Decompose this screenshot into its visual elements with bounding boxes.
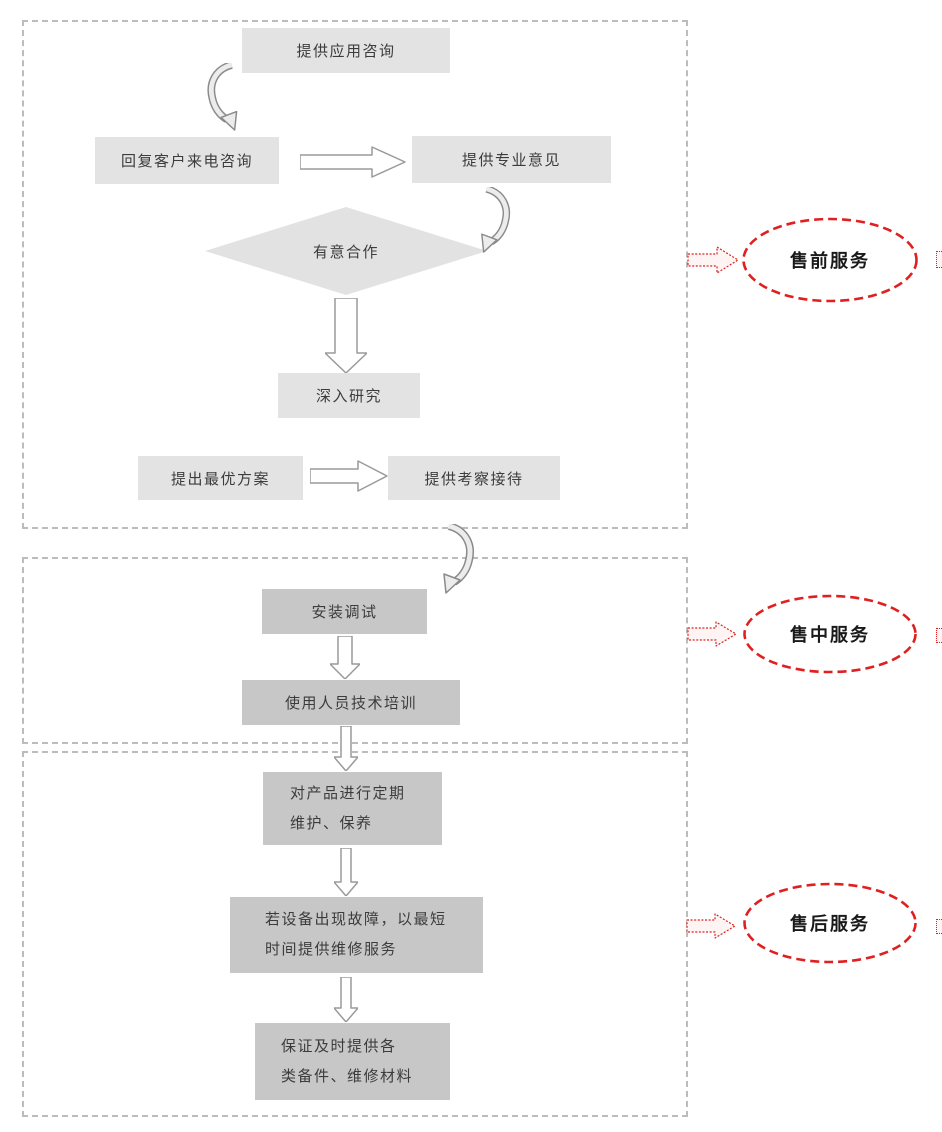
node-installation-commissioning: 安装调试 (262, 589, 427, 634)
clipped-red-shape-fragment (936, 251, 942, 268)
clipped-red-shape-fragment (936, 628, 942, 643)
node-operator-training: 使用人员技术培训 (242, 680, 460, 725)
node-periodic-maintenance: 对产品进行定期 维护、保养 (263, 772, 442, 845)
curved-arrow-icon (443, 524, 474, 594)
node-label-line2: 类备件、维修材料 (281, 1067, 414, 1085)
node-label: 深入研究 (315, 388, 382, 405)
node-reply-customer-calls: 回复客户来电咨询 (95, 137, 279, 184)
curved-arrow-icon (207, 63, 238, 131)
node-label-line1: 保证及时提供各 (281, 1037, 397, 1055)
red-pointer-arrow-icon (686, 913, 736, 939)
in-sales-section-frame (22, 557, 688, 744)
red-pointer-arrow-icon (687, 621, 737, 647)
node-in-depth-research: 深入研究 (278, 373, 420, 418)
node-application-consulting: 提供应用咨询 (242, 28, 450, 73)
node-label-line2: 维护、保养 (290, 814, 373, 832)
red-dashed-ellipse (742, 217, 918, 303)
down-arrow-icon (325, 298, 367, 373)
node-label: 有意合作 (312, 243, 379, 261)
node-label: 提供应用咨询 (296, 43, 396, 60)
badge-in-sales-service: 售中服务 (742, 594, 918, 674)
pre-sales-section-frame (22, 20, 688, 529)
node-label: 回复客户来电咨询 (120, 153, 253, 170)
down-arrow-icon (334, 848, 358, 896)
red-dashed-ellipse (743, 594, 917, 674)
node-site-visit-reception: 提供考察接待 (388, 456, 560, 500)
after-sales-section-frame (22, 751, 688, 1117)
badge-label: 售后服务 (790, 914, 870, 934)
node-spare-parts-supply: 保证及时提供各 类备件、维修材料 (255, 1023, 450, 1100)
node-label: 提供考察接待 (424, 470, 524, 488)
node-best-proposal: 提出最优方案 (138, 456, 303, 500)
badge-pre-sales-service: 售前服务 (741, 217, 919, 303)
curved-arrow-icon (481, 187, 511, 253)
node-professional-advice: 提供专业意见 (412, 136, 611, 183)
node-label-line1: 对产品进行定期 (290, 784, 406, 802)
badge-label: 售前服务 (790, 251, 870, 271)
red-dashed-ellipse (743, 882, 917, 964)
clipped-red-shape-fragment (936, 919, 942, 934)
right-arrow-icon (300, 146, 406, 178)
down-arrow-icon (330, 636, 360, 679)
node-label-line1: 若设备出现故障，以最短 (265, 911, 447, 928)
down-arrow-icon (334, 977, 358, 1022)
node-fast-repair-service: 若设备出现故障，以最短 时间提供维修服务 (230, 897, 483, 973)
node-label: 使用人员技术培训 (284, 695, 417, 712)
node-label-line2: 时间提供维修服务 (265, 941, 398, 958)
badge-label: 售中服务 (790, 625, 870, 645)
node-label: 提出最优方案 (170, 470, 270, 488)
node-label: 安装调试 (311, 604, 378, 621)
right-arrow-icon (310, 460, 388, 492)
down-arrow-icon (334, 726, 358, 771)
red-pointer-arrow-icon (687, 246, 739, 274)
node-label: 提供专业意见 (461, 152, 561, 169)
badge-after-sales-service: 售后服务 (742, 882, 918, 964)
